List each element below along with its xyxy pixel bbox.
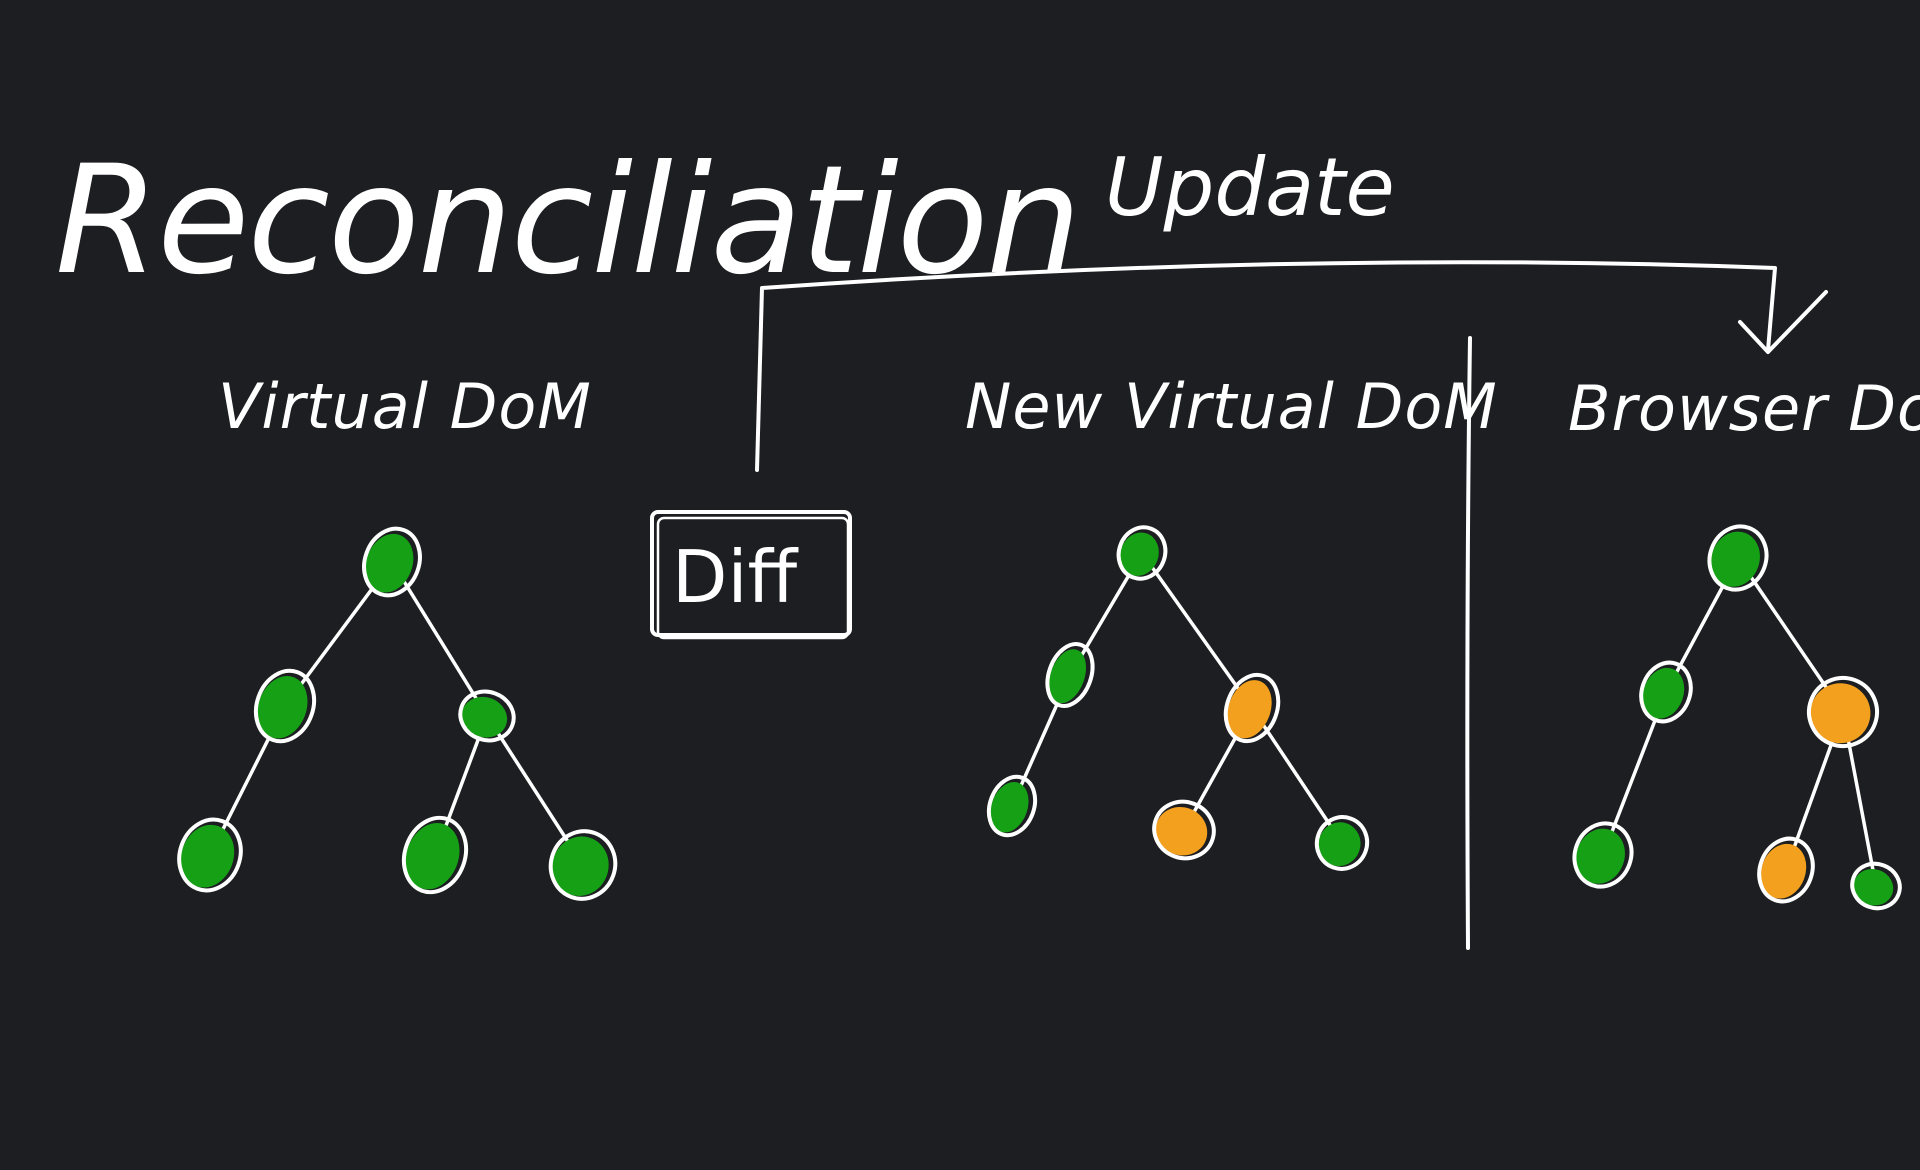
- tree-node-outline-left-leaf: [177, 817, 243, 893]
- tree-node-left-unchanged: [1642, 667, 1685, 719]
- tree-node-left-unchanged: [257, 676, 308, 739]
- tree-virtual-dom: [177, 526, 618, 901]
- label-new-virtual-dom: New Virtual DoM: [965, 370, 1498, 443]
- tree-node-root-unchanged: [1120, 532, 1159, 576]
- tree-node-outline-left-leaf: [986, 774, 1038, 838]
- label-virtual-dom: Virtual DoM: [218, 370, 592, 443]
- tree-node-outline-root: [362, 526, 422, 598]
- tree-node-root-unchanged: [1710, 531, 1760, 587]
- panel-divider: [1465, 336, 1472, 950]
- tree-node-right-changed: [1810, 683, 1871, 744]
- tree-node-right-right-leaf-unchanged: [552, 836, 609, 896]
- tree-node-right-left-leaf-unchanged: [405, 823, 460, 890]
- tree-node-outline-right-right-leaf: [1850, 861, 1902, 911]
- diff-box: [650, 510, 852, 637]
- diff-box-outline: [656, 516, 850, 640]
- label-browser-dom: Browser DoM: [1568, 372, 1920, 445]
- tree-node-right-unchanged: [461, 696, 508, 738]
- diff-label: Diff: [672, 535, 798, 619]
- tree-node-right-changed: [1227, 680, 1272, 739]
- tree-node-right-right-leaf-unchanged: [1853, 868, 1894, 906]
- tree-node-outline-right-right-leaf: [1314, 815, 1370, 871]
- tree-node-outline-right-left-leaf: [401, 815, 469, 895]
- tree-new-virtual-dom: [986, 525, 1370, 871]
- tree-node-outline-left: [1045, 642, 1095, 708]
- tree-node-outline-right: [458, 689, 516, 743]
- tree-browser-dom: [1572, 524, 1902, 911]
- tree-node-left-leaf-unchanged: [1575, 828, 1625, 884]
- diagram-title: Reconciliation: [55, 134, 1080, 308]
- tree-node-left-leaf-unchanged: [180, 824, 235, 888]
- tree-edge-right-to-right-right-leaf: [485, 714, 585, 867]
- tree-node-outline-right-right-leaf: [548, 829, 618, 901]
- tree-node-outline-left: [1639, 660, 1693, 724]
- tree-node-outline-left: [253, 668, 317, 744]
- tree-node-outline-right-left-leaf: [1152, 799, 1216, 861]
- tree-node-outline-left-leaf: [1572, 821, 1634, 889]
- tree-node-right-left-leaf-changed: [1155, 806, 1208, 856]
- update-connector-line: [755, 260, 1777, 472]
- tree-node-root-unchanged: [365, 533, 414, 593]
- tree-node-outline-right: [1807, 676, 1879, 748]
- tree-node-right-left-leaf-changed: [1760, 843, 1807, 899]
- tree-node-outline-right-left-leaf: [1757, 836, 1815, 904]
- tree-node-outline-root: [1707, 524, 1769, 592]
- tree-node-left-leaf-unchanged: [990, 781, 1029, 833]
- tree-node-right-right-leaf-unchanged: [1318, 822, 1361, 867]
- update-label: Update: [1105, 141, 1395, 234]
- tree-edge-root-to-right: [1140, 551, 1254, 710]
- tree-node-outline-right: [1223, 672, 1281, 744]
- tree-node-outline-root: [1116, 525, 1168, 581]
- update-arrow-head: [1738, 290, 1828, 354]
- tree-node-left-unchanged: [1048, 649, 1087, 704]
